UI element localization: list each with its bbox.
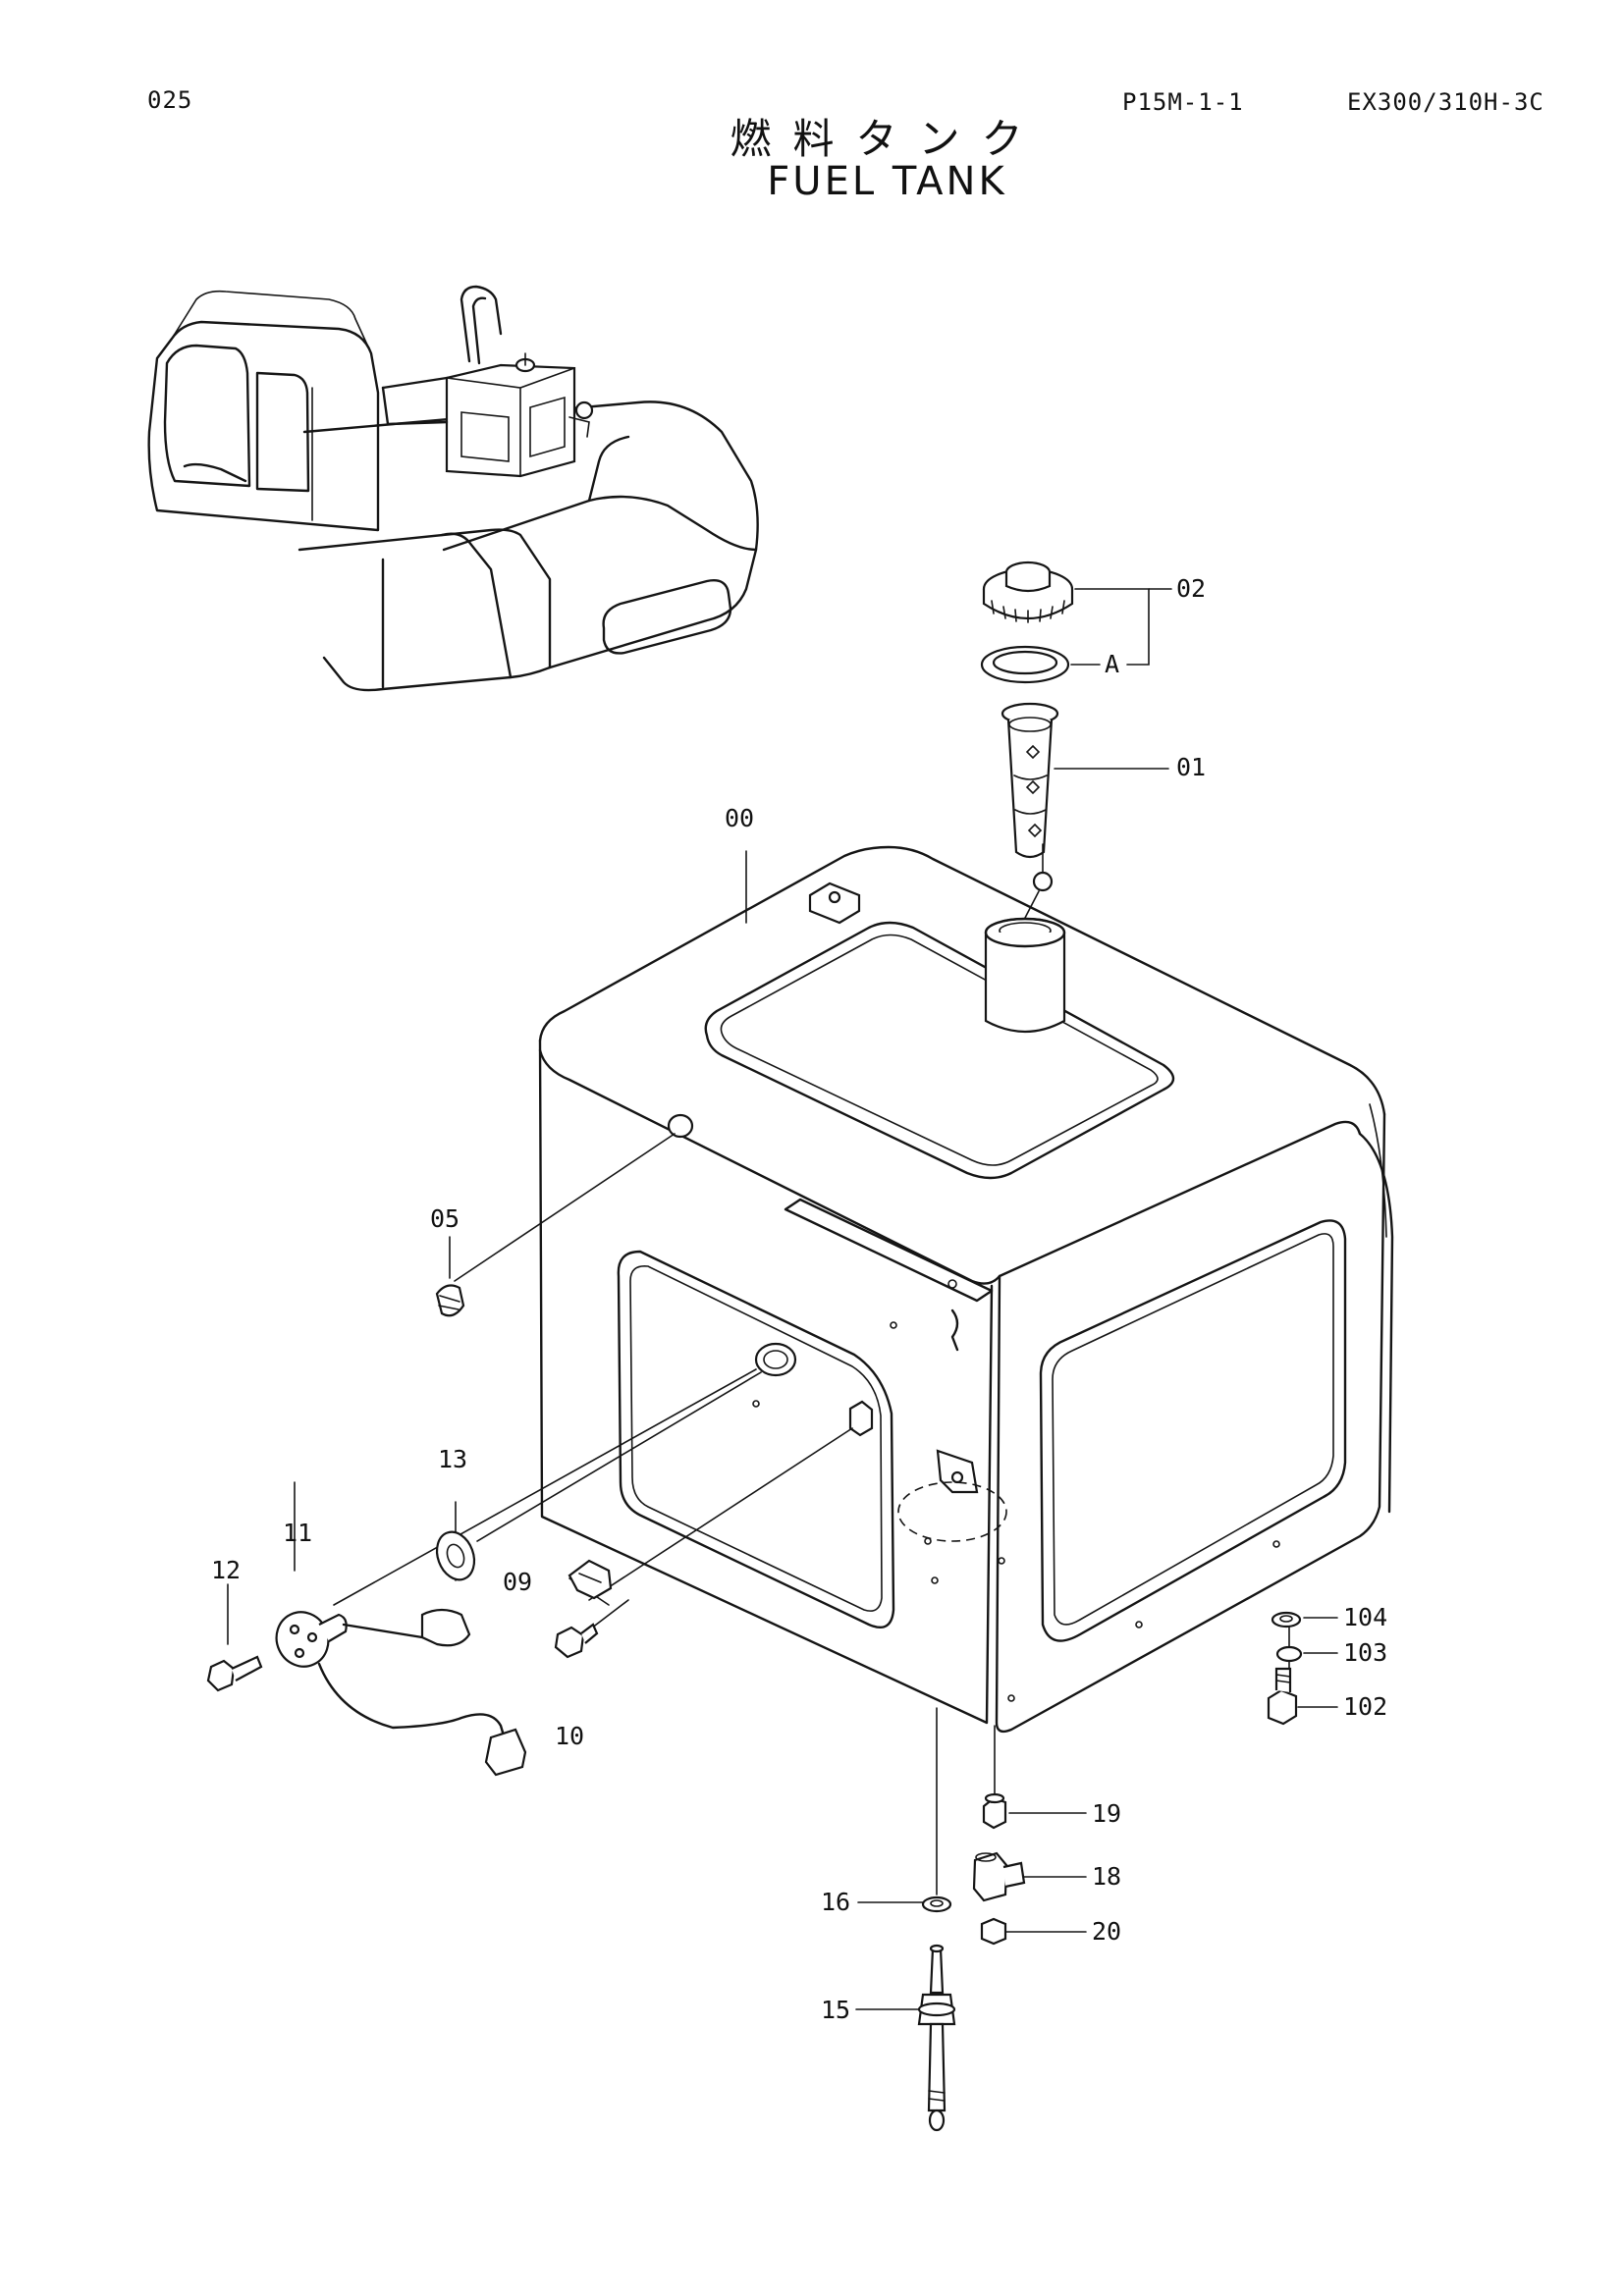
sender-bolt-part	[206, 1655, 263, 1692]
drain-plug-part	[980, 1917, 1007, 1946]
callout-10: 10	[555, 1722, 584, 1750]
callout-a: A	[1105, 650, 1119, 678]
callout-19: 19	[1092, 1799, 1121, 1828]
callout-102: 102	[1343, 1692, 1387, 1721]
reference-code: P15M-1-1	[1122, 88, 1244, 116]
gasket-part	[435, 1530, 476, 1581]
callout-104: 104	[1343, 1603, 1387, 1631]
callout-09: 09	[503, 1568, 532, 1596]
title-english: FUEL TANK	[767, 159, 1007, 204]
callout-103: 103	[1343, 1638, 1387, 1667]
drain-cock-part	[972, 1851, 1026, 1902]
mount-hardware-parts	[1267, 1611, 1303, 1726]
leader-lines	[227, 588, 1338, 2010]
callout-12: 12	[211, 1556, 241, 1584]
excavator-overview	[147, 285, 759, 692]
callout-00: 00	[725, 804, 754, 832]
callout-20: 20	[1092, 1917, 1121, 1946]
drain-pipe-part	[917, 1944, 956, 2132]
title-japanese: 燃料タンク	[730, 115, 1045, 163]
callout-labels: 00 01 02 A 05 13 11 12 09 10 104 103 102…	[211, 574, 1387, 2024]
fuel-cap	[982, 561, 1074, 623]
page-number: 025	[147, 86, 193, 114]
callout-11: 11	[283, 1519, 312, 1547]
clip-bolt-part	[554, 1623, 599, 1659]
clip-part	[568, 1559, 613, 1600]
callout-18: 18	[1092, 1862, 1121, 1891]
callout-01: 01	[1176, 753, 1206, 781]
fuel-sender-part	[275, 1608, 527, 1777]
fuel-tank	[538, 845, 1394, 1734]
drain-washer-part	[921, 1896, 952, 1913]
seal-ring	[980, 645, 1070, 684]
callout-05: 05	[430, 1204, 460, 1233]
drain-fitting-part	[982, 1792, 1007, 1830]
callout-02: 02	[1176, 574, 1206, 603]
callout-13: 13	[438, 1445, 467, 1473]
callout-15: 15	[821, 1996, 850, 2024]
model-number: EX300/310H-3C	[1347, 88, 1544, 116]
strainer-filter	[1001, 702, 1059, 892]
cap-plug-part	[435, 1284, 465, 1317]
callout-16: 16	[821, 1888, 850, 1916]
